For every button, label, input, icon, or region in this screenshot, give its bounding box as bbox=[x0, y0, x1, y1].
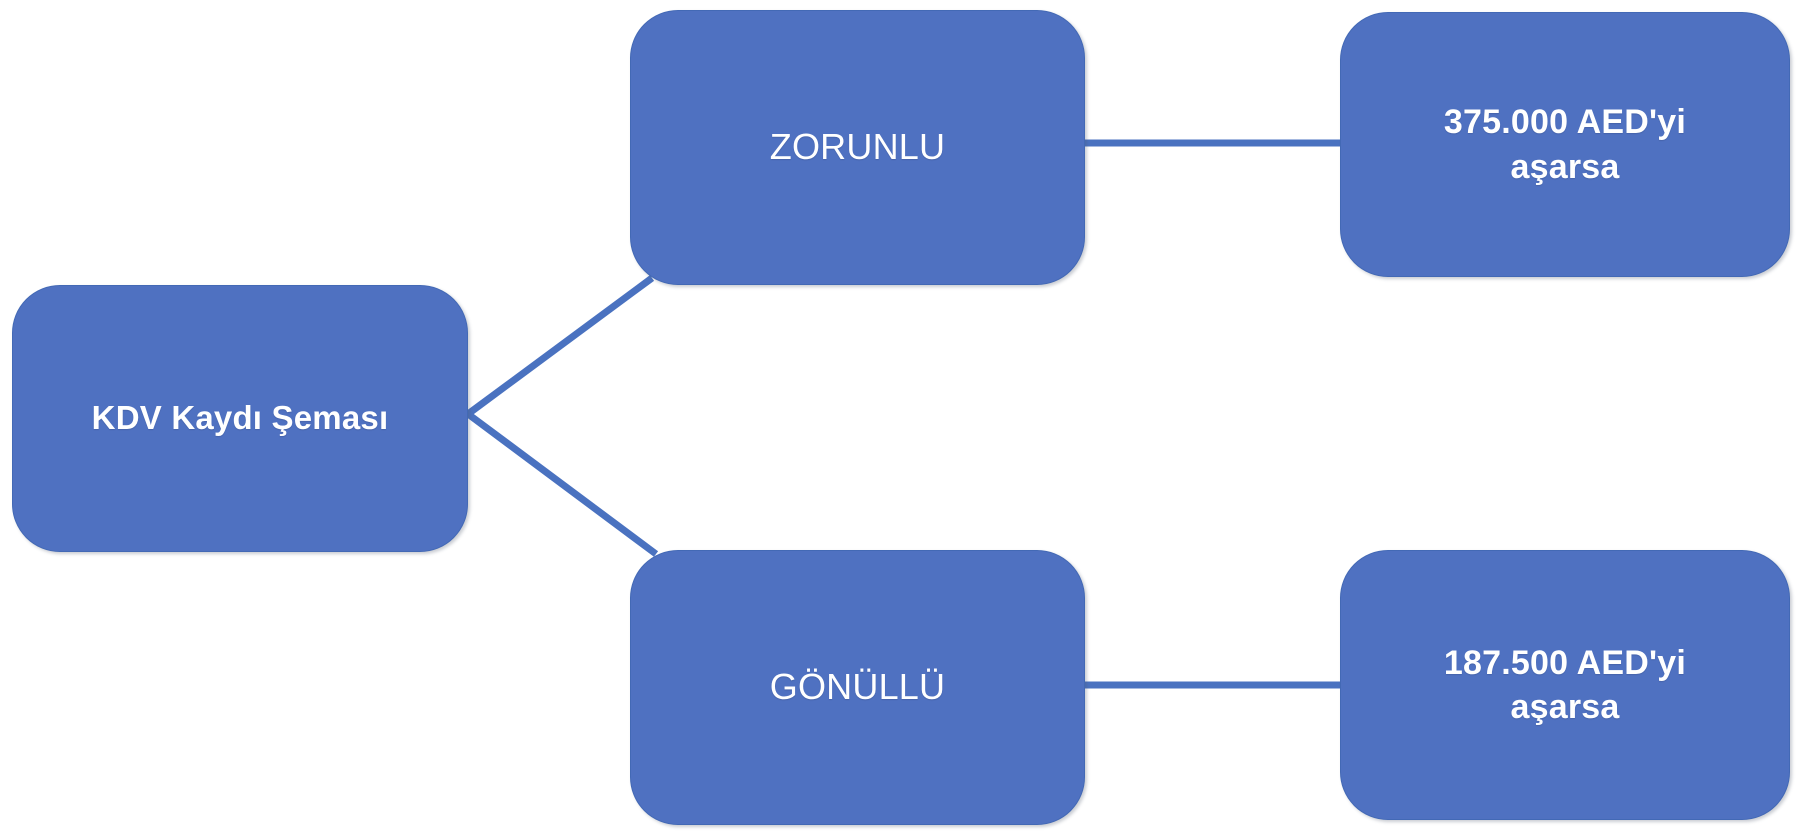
connector-root-to-voluntary bbox=[465, 411, 659, 557]
node-label-voluntary: GÖNÜLLÜ bbox=[769, 666, 946, 708]
node-label-mandatory-threshold: 375.000 AED'yi aşarsa bbox=[1443, 103, 1687, 186]
node-label-voluntary-threshold: 187.500 AED'yi aşarsa bbox=[1443, 643, 1687, 726]
node-kdv-kaydi-semasi[interactable]: KDV Kaydı Şeması bbox=[12, 285, 468, 552]
node-zorunlu[interactable]: ZORUNLU bbox=[630, 10, 1085, 285]
node-voluntary-threshold[interactable]: 187.500 AED'yi aşarsa bbox=[1340, 550, 1790, 820]
node-mandatory-threshold[interactable]: 375.000 AED'yi aşarsa bbox=[1340, 12, 1790, 277]
node-label-mandatory: ZORUNLU bbox=[769, 126, 946, 168]
node-label-root: KDV Kaydı Şeması bbox=[91, 399, 389, 437]
node-gonullu[interactable]: GÖNÜLLÜ bbox=[630, 550, 1085, 825]
connector-root-to-mandatory bbox=[465, 275, 655, 417]
